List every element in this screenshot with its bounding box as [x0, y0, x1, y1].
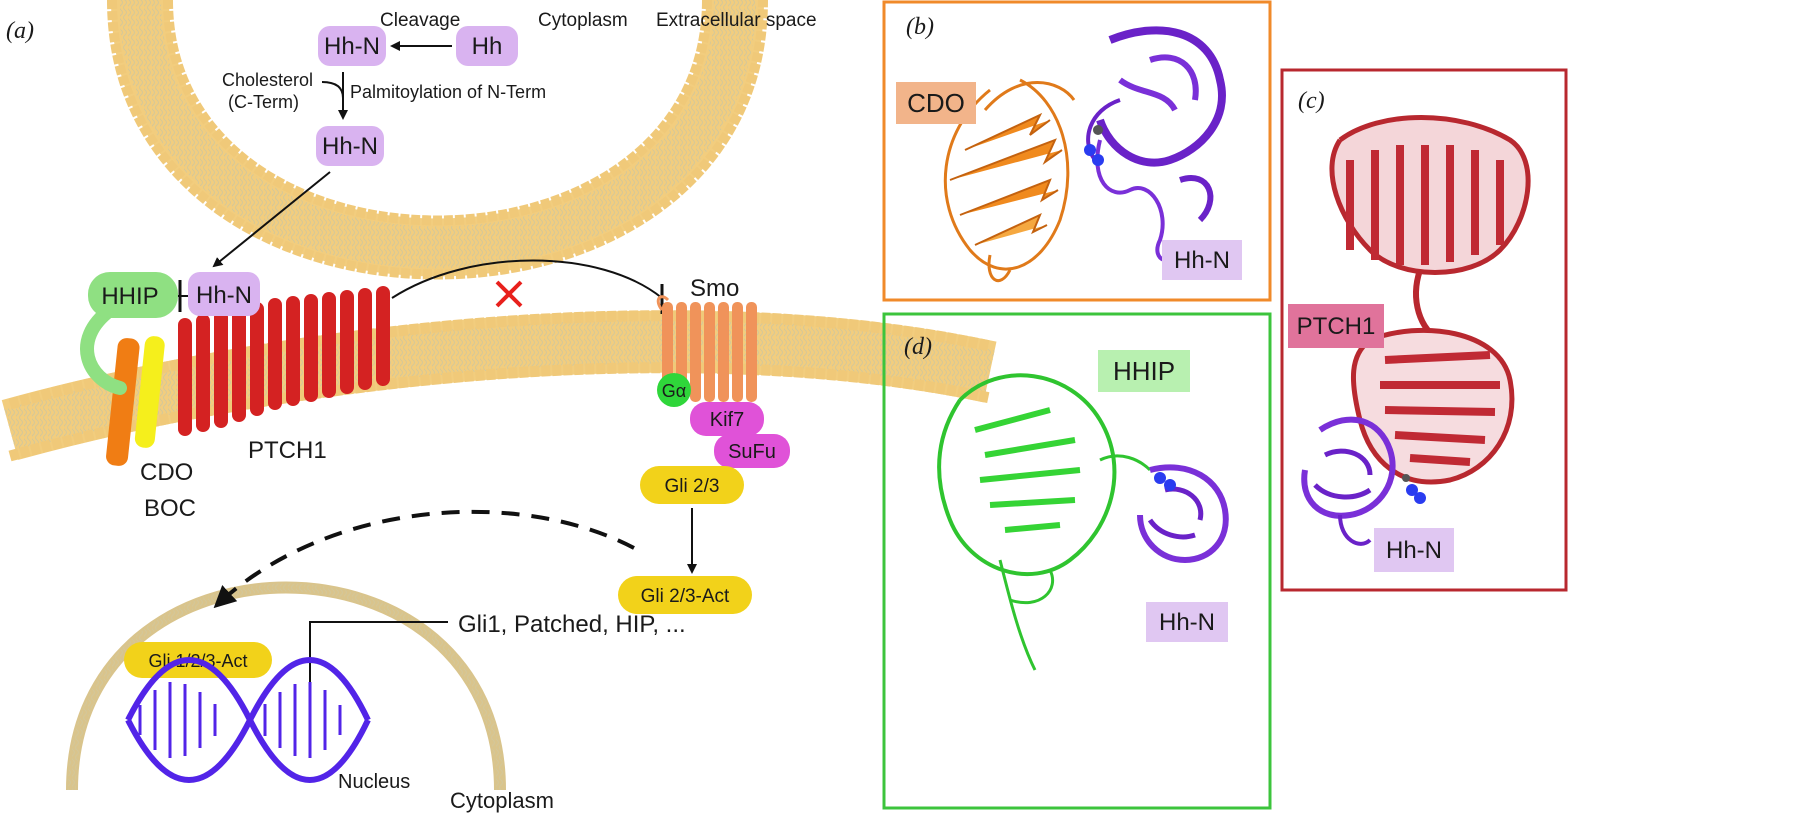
boc-label: BOC: [144, 495, 196, 522]
c-ptch1-label: PTCH1: [1297, 313, 1376, 340]
gli23-box: [640, 466, 744, 504]
c-hhn-label-bg: [1374, 528, 1454, 572]
panel-d-frame: [882, 312, 1272, 810]
target-genes-label: Gli1, Patched, HIP, ...: [458, 611, 686, 638]
gli23act-box: [618, 576, 752, 614]
gli23act-label: Gli 2/3-Act: [641, 586, 730, 607]
top-membrane: [107, 0, 768, 280]
hhn-mid-label: Hh-N: [322, 133, 378, 160]
galpha-label: Gα: [662, 381, 686, 401]
ptch1-structure: [1329, 115, 1531, 485]
panel-label-b: (b): [906, 14, 934, 40]
cholesterol-label: Cholesterol: [222, 70, 313, 90]
kif7-box: [690, 402, 764, 436]
d-hhn-label: Hh-N: [1159, 609, 1215, 636]
hhip-structure: [937, 373, 1152, 671]
ptch1-smo-inhibit-line: [391, 259, 663, 299]
hhn-mid-box: [316, 126, 384, 166]
cytoplasm-top-label: Cytoplasm: [538, 10, 628, 31]
hhn-top-label: Hh-N: [324, 33, 380, 60]
galpha-circle: [657, 373, 691, 407]
dna-helix: [125, 657, 371, 783]
panel-label-c: (c): [1298, 88, 1325, 114]
ptch1-protein: [178, 286, 390, 436]
hhip-label: HHIP: [101, 283, 158, 310]
b-hhn-label: Hh-N: [1174, 247, 1230, 274]
d-hhn-structure: [1137, 464, 1229, 564]
cdo-structure: [943, 78, 1076, 283]
hh-box: [456, 26, 518, 66]
c-ptch1-label-bg: [1288, 304, 1384, 348]
b-hhn-label-bg: [1162, 240, 1242, 280]
b-cdo-label: CDO: [907, 88, 965, 118]
cholesterol-branch: [321, 81, 344, 99]
nucleus-label: Nucleus: [338, 771, 410, 793]
hhn-to-ptch1-arrow: [212, 171, 331, 268]
d-hhip-label-bg: [1098, 350, 1190, 392]
nuclear-membrane: [66, 581, 506, 791]
cdo-protein: [106, 338, 140, 466]
gli23-label: Gli 2/3: [665, 476, 720, 497]
b-cdo-label-bg: [896, 82, 976, 124]
hhn-bound-box: [188, 272, 260, 316]
cleavage-label: Cleavage: [380, 10, 460, 31]
kif7-label: Kif7: [710, 409, 744, 431]
hhip-tether: [80, 303, 127, 395]
hhn-top-box: [318, 26, 386, 66]
panel-label-a: (a): [6, 18, 34, 44]
d-hhn-label-bg: [1146, 602, 1228, 642]
hh-label: Hh: [472, 33, 503, 60]
cytoplasm-bottom-label: Cytoplasm: [450, 788, 554, 813]
ptch1-label: PTCH1: [248, 437, 327, 464]
c-hhn-structure: [1301, 416, 1426, 546]
nuclear-translocation-arrow: [213, 509, 635, 609]
c-hhn-label: Hh-N: [1386, 537, 1442, 564]
palmitoylation-label: Palmitoylation of N-Term: [350, 82, 546, 102]
target-gene-line: [309, 621, 448, 688]
sufu-label: SuFu: [728, 441, 776, 463]
b-hhn-structure: [1084, 26, 1226, 263]
hhip-box: [88, 272, 178, 318]
panel-c-frame: [1280, 68, 1568, 592]
panel-label-d: (d): [904, 334, 932, 360]
smo-label: Smo: [690, 275, 739, 302]
panel-b-frame: [882, 0, 1272, 302]
extracellular-label: Extracellular space: [656, 10, 817, 31]
d-hhip-label: HHIP: [1113, 356, 1175, 386]
blocked-x-icon: [495, 280, 523, 308]
sufu-box: [714, 434, 790, 468]
cterm-label: (C-Term): [228, 92, 299, 112]
hhn-bound-label: Hh-N: [196, 282, 252, 309]
cdo-label: CDO: [140, 459, 193, 486]
boc-protein: [134, 336, 165, 448]
